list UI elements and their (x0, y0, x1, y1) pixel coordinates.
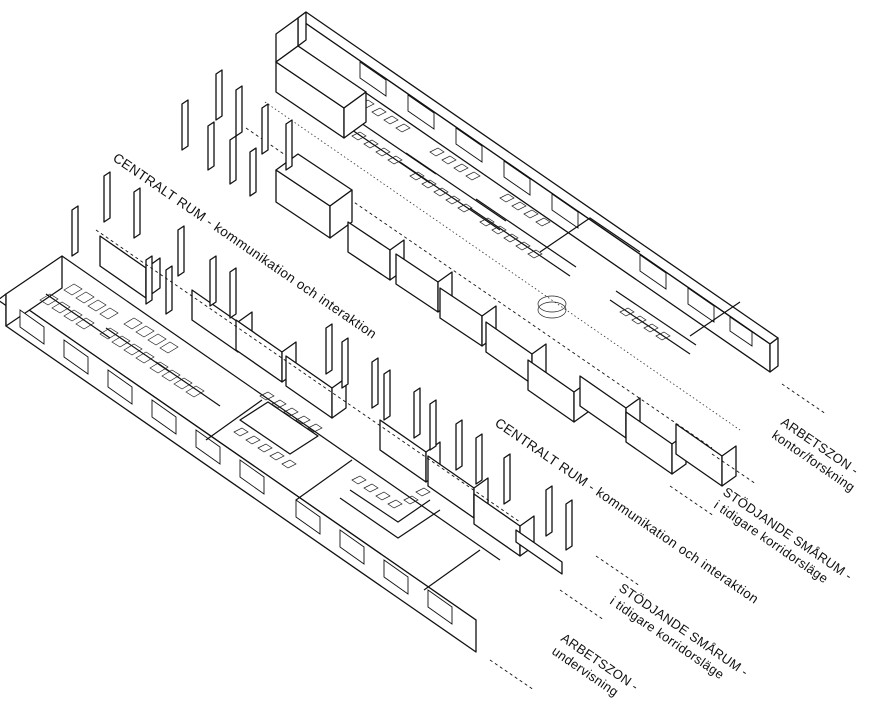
zone-label-work-office: ARBETSZON - kontor/forskning (769, 414, 861, 495)
upper-small-rooms (275, 45, 741, 487)
lower-columns (71, 171, 573, 551)
zone-leader-lines (489, 383, 827, 691)
upper-wing (181, 11, 779, 487)
upper-columns (181, 69, 293, 197)
lower-windows (19, 309, 453, 625)
upper-windows (359, 61, 753, 347)
lower-small-rooms (99, 235, 563, 575)
chairs-upper (339, 99, 671, 341)
zone-label-line1: STÖDJANDE SMÅRUM - (720, 484, 855, 583)
u-seating (339, 475, 441, 539)
zone-label-work-teaching: ARBETSZON - undervisning (549, 630, 641, 699)
conference-table (233, 391, 323, 469)
central-room-label-left: CENTRALT RUM - kommunikation och interak… (110, 150, 379, 342)
lower-wing (0, 171, 573, 653)
zone-label-line1: STÖDJANDE SMÅRUM - (616, 580, 751, 679)
lecture-seating-left (39, 283, 221, 407)
